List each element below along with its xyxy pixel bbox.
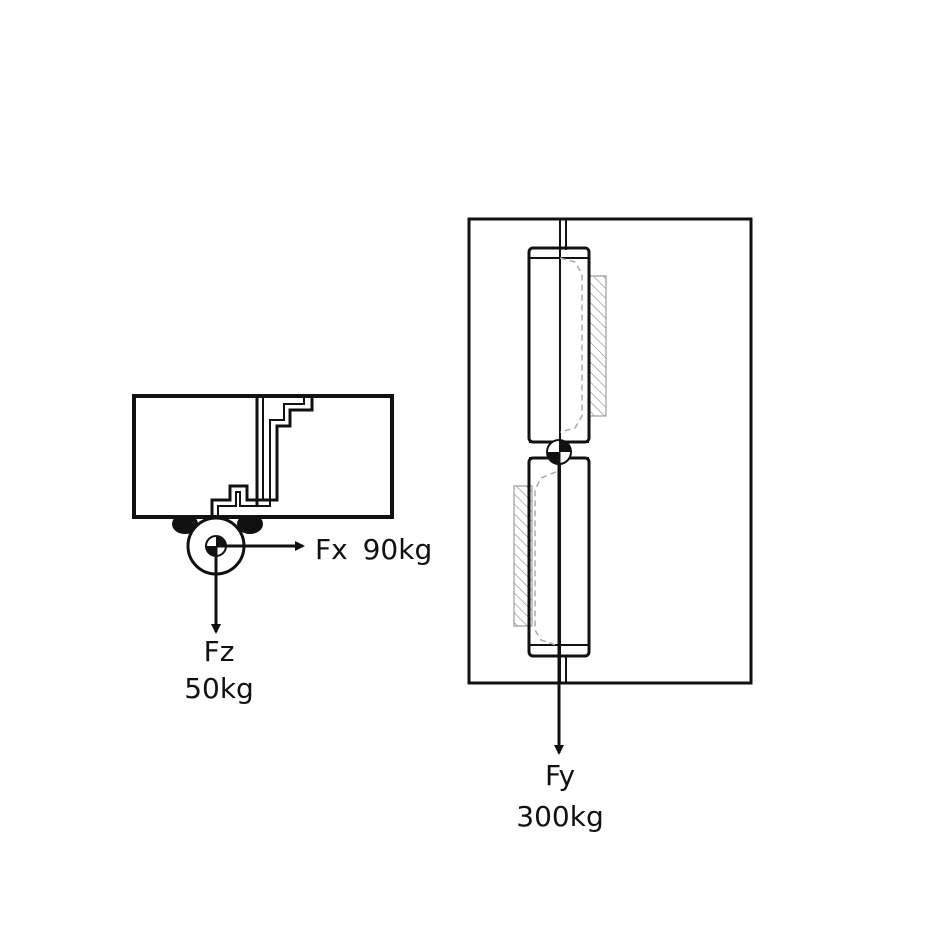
fx-name: Fx <box>315 533 348 566</box>
lower-barrel-hidden <box>534 471 557 646</box>
fz-name: Fz <box>203 635 235 668</box>
upper-barrel-hidden <box>559 257 583 433</box>
top-view <box>132 394 394 634</box>
fy-value: 300kg <box>516 800 604 833</box>
upper-leaf-hatch <box>587 275 607 417</box>
fx-label: Fx 90kg <box>315 536 432 564</box>
fz-value: 50kg <box>184 672 254 705</box>
fy-name: Fy <box>544 759 576 792</box>
front-view <box>467 217 753 755</box>
frame-outline <box>467 217 753 685</box>
hinge-leaf-joint-inner <box>217 396 305 517</box>
fx-value: 90kg <box>362 533 433 566</box>
